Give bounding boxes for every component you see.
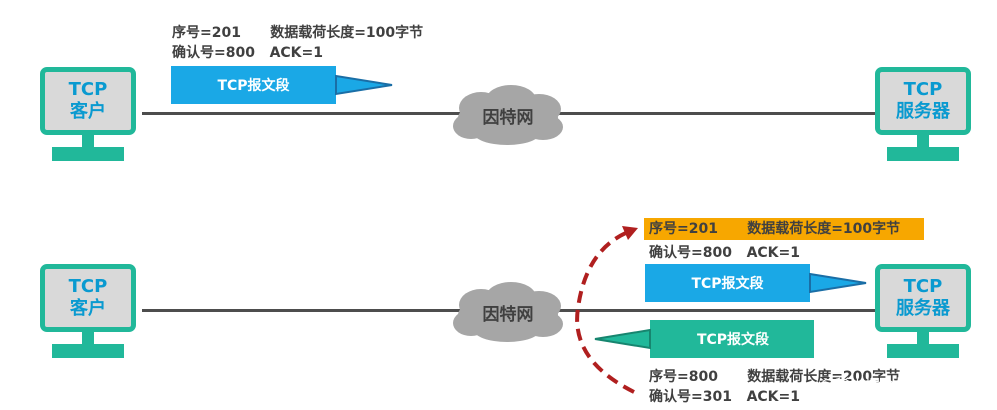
top-segment-info-line2: 确认号=800 ACK=1 <box>172 45 324 61</box>
bottom-segment-to-client-arrow <box>594 320 814 358</box>
bottom-reply-info-line1: 序号=800 数据载荷长度=200字节 <box>649 369 901 385</box>
top-segment-info-line1: 序号=201 数据载荷长度=100字节 <box>172 25 424 41</box>
bottom-segment-to-client-label: TCP报文段 <box>696 332 770 348</box>
bottom-server-base <box>887 344 959 358</box>
top-server-base <box>887 147 959 161</box>
bottom-client-base <box>52 344 124 358</box>
top-segment-arrow <box>171 66 393 104</box>
top-internet-cloud: 因特网 <box>453 85 563 145</box>
bottom-server-stand <box>917 332 929 344</box>
top-server-label-name: 服务器 <box>896 101 950 122</box>
highlight-box <box>644 218 924 240</box>
top-server-monitor: TCP 服务器 <box>875 67 971 135</box>
top-client-label-tcp: TCP <box>68 79 108 100</box>
top-client-base <box>52 147 124 161</box>
bottom-client-stand <box>82 332 94 344</box>
bottom-segment-info-line2: 确认号=800 ACK=1 <box>649 245 801 261</box>
bottom-client-monitor: TCP 客户 <box>40 264 136 332</box>
bottom-internet-cloud: 因特网 <box>453 282 563 342</box>
bottom-segment-to-server-arrow <box>645 264 867 302</box>
top-internet-label: 因特网 <box>483 107 534 128</box>
top-client-stand <box>82 135 94 147</box>
top-client-label-name: 客户 <box>70 101 106 122</box>
bottom-server-label-tcp: TCP <box>903 276 943 297</box>
top-server-label-tcp: TCP <box>903 79 943 100</box>
bottom-server-monitor: TCP 服务器 <box>875 264 971 332</box>
bottom-client-label-tcp: TCP <box>68 276 108 297</box>
bottom-reply-info-line2: 确认号=301 ACK=1 <box>649 389 801 405</box>
bottom-internet-label: 因特网 <box>483 304 534 325</box>
bottom-highlight-info-line1: 序号=201 数据载荷长度=100字节 <box>649 221 901 237</box>
top-server-stand <box>917 135 929 147</box>
top-segment-label: TCP报文段 <box>217 78 290 94</box>
bottom-server-label-name: 服务器 <box>896 298 950 319</box>
bottom-segment-to-server-label: TCP报文段 <box>691 276 764 292</box>
retransmit-dashed-arrow <box>575 226 638 394</box>
watermark: @稀土掘金技术社区 <box>820 376 956 394</box>
top-client-monitor: TCP 客户 <box>40 67 136 135</box>
bottom-client-label-name: 客户 <box>70 298 106 319</box>
